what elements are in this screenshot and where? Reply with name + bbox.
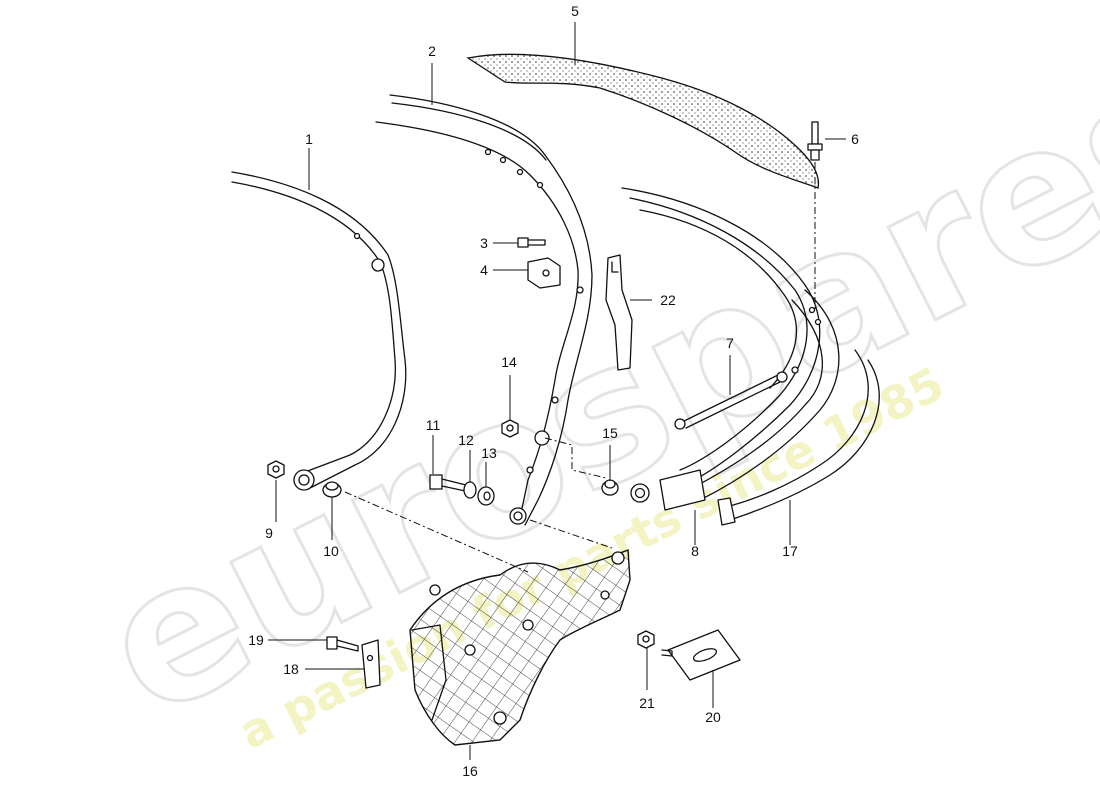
part-13-bushing	[477, 486, 495, 506]
callout-2: 2	[428, 43, 436, 59]
callout-6: 6	[851, 131, 859, 147]
part-21-fastener	[637, 630, 673, 657]
callout-11: 11	[426, 417, 441, 433]
callout-8: 8	[691, 543, 699, 559]
part-2-bow	[375, 94, 593, 526]
callout-3: 3	[480, 235, 488, 251]
part-1-bow	[231, 171, 407, 491]
alignment-lines	[344, 437, 613, 573]
part-8-rear-bow	[621, 187, 840, 511]
part-5-headliner	[466, 53, 820, 189]
part-22-clip	[605, 254, 633, 371]
callout-13: 13	[481, 445, 497, 461]
callout-20: 20	[705, 709, 721, 725]
part-7-strut	[674, 371, 788, 430]
part-16-housing	[409, 549, 631, 746]
callout-7: 7	[726, 335, 734, 351]
part-12-washer	[463, 481, 477, 499]
leader-lines	[268, 22, 846, 760]
callout-18: 18	[283, 661, 299, 677]
part-4-bracket	[527, 257, 561, 289]
callout-labels: 1 2 3 4 5 6 7 8 9 10 11 12 13 14 15 16 1…	[248, 3, 859, 779]
callout-17: 17	[782, 543, 798, 559]
callout-22: 22	[660, 292, 676, 308]
callout-14: 14	[501, 354, 517, 370]
watermark-brand: eurospares	[70, 18, 1100, 760]
part-15-bushing	[601, 479, 619, 496]
callout-12: 12	[458, 432, 474, 448]
callout-4: 4	[480, 262, 488, 278]
part-20-plate	[667, 629, 741, 681]
part-10-bushing	[322, 481, 342, 498]
part-6-pin	[807, 121, 823, 310]
callout-16: 16	[462, 763, 478, 779]
callout-10: 10	[323, 543, 339, 559]
watermark: eurospares a passion for parts since 198…	[69, 16, 1100, 761]
callout-21: 21	[639, 695, 655, 711]
callout-9: 9	[265, 525, 273, 541]
part-9-nut	[267, 460, 285, 479]
callout-5: 5	[571, 3, 579, 19]
callout-15: 15	[602, 425, 618, 441]
callout-1: 1	[305, 131, 313, 147]
callout-19: 19	[248, 632, 264, 648]
part-14-nut	[501, 419, 519, 438]
part-3-screw	[517, 237, 546, 248]
part-17-seal	[717, 349, 880, 526]
part-19-screw	[326, 636, 359, 652]
part-18-small-bracket	[361, 639, 381, 689]
